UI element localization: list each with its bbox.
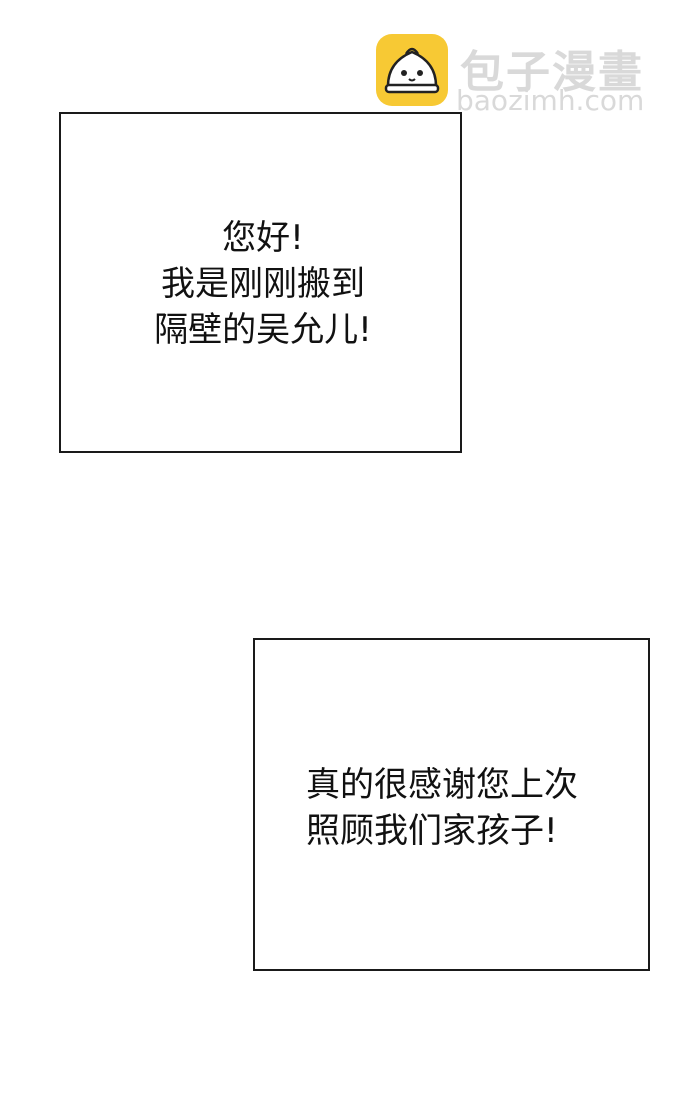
- comic-panel-1: 您好! 我是刚刚搬到 隔壁的吴允儿!: [59, 112, 462, 453]
- speech-caption-1: 您好! 我是刚刚搬到 隔壁的吴允儿!: [143, 215, 383, 353]
- caption-line: 照顾我们家孩子!: [306, 811, 558, 851]
- caption-line: 真的很感谢您上次: [306, 765, 578, 805]
- watermark-url: baozimh.com: [456, 84, 645, 117]
- caption-line: 我是刚刚搬到: [161, 264, 365, 304]
- watermark-title: 包子漫畫: [460, 47, 644, 98]
- caption-line: 隔壁的吴允儿!: [154, 310, 372, 350]
- speech-caption-2: 真的很感谢您上次 照顾我们家孩子!: [306, 762, 578, 854]
- caption-line: 您好!: [222, 218, 304, 258]
- site-watermark: 包子漫畫 baozimh.com: [376, 34, 676, 117]
- bun-mascot-icon: [376, 34, 448, 106]
- comic-panel-2: 真的很感谢您上次 照顾我们家孩子!: [253, 638, 650, 971]
